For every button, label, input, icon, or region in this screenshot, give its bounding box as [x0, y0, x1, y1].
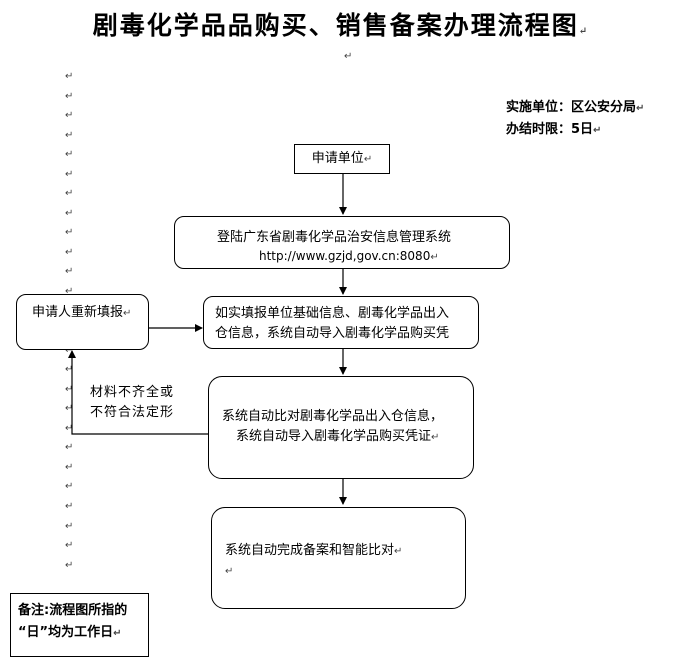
note-line2: “日”均为工作日↵ — [18, 625, 122, 640]
return-mark: ↵ — [65, 266, 74, 278]
return-mark: ↵ — [65, 422, 74, 434]
auto-complete-box: 系统自动完成备案和智能比对↵ ↵ — [211, 507, 466, 609]
time-limit: 办结时限：5日↵ — [506, 122, 602, 137]
return-mark: ↵ — [394, 546, 403, 557]
return-mark: ↵ — [65, 227, 74, 239]
return-mark: ↵ — [65, 188, 74, 200]
fill-info-line2: 仓信息，系统自动导入剧毒化学品购买凭 — [215, 326, 450, 341]
applicant-box: 申请单位↵ — [294, 144, 390, 174]
return-mark: ↵ — [430, 252, 439, 263]
page-title: 剧毒化学品品购买、销售备案办理流程图↵ — [92, 11, 590, 40]
return-mark: ↵ — [65, 364, 74, 376]
refill-box: 申请人重新填报↵ — [16, 294, 149, 350]
auto-compare-line1: 系统自动比对剧毒化学品出入仓信息， — [222, 409, 444, 424]
return-mark: ↵ — [65, 403, 74, 415]
auto-compare-line2: 系统自动导入剧毒化学品购买凭证↵ — [236, 429, 440, 444]
return-mark: ↵ — [225, 566, 234, 577]
return-path-line — [68, 350, 208, 435]
return-mark: ↵ — [65, 520, 74, 532]
fill-info-line1: 如实填报单位基础信息、剧毒化学品出入 — [215, 306, 450, 321]
incomplete-label-line1: 材料不齐全或 — [90, 385, 175, 400]
return-mark: ↵ — [65, 71, 74, 82]
login-system-label: 登陆广东省剧毒化学品治安信息管理系统 — [217, 230, 452, 245]
return-mark: ↵ — [636, 103, 645, 114]
incomplete-label-line2: 不符合法定形 — [90, 405, 175, 420]
login-url-label: http://www.gzjd,gov.cn:8080 — [259, 249, 431, 263]
return-mark: ↵ — [578, 26, 590, 37]
auto-complete-line1: 系统自动完成备案和智能比对↵ — [225, 543, 403, 558]
return-mark: ↵ — [65, 442, 74, 454]
applicant-label: 申请单位 — [311, 151, 364, 166]
return-mark: ↵ — [65, 501, 74, 513]
note-box: 备注:流程图所指的 “日”均为工作日↵ — [10, 593, 149, 657]
return-mark: ↵ — [123, 308, 132, 319]
return-mark: ↵ — [65, 246, 74, 258]
return-mark: ↵ — [65, 481, 74, 493]
return-mark: ↵ — [65, 540, 74, 552]
return-mark: ↵ — [363, 154, 373, 165]
return-mark: ↵ — [65, 559, 74, 571]
return-mark: ↵ — [65, 129, 74, 141]
return-mark: ↵ — [65, 286, 74, 298]
note-line1: 备注:流程图所指的 — [18, 603, 128, 618]
return-mark: ↵ — [65, 383, 74, 395]
auto-complete-line2: ↵ — [225, 561, 465, 581]
return-mark: ↵ — [65, 168, 74, 180]
auto-compare-box: 系统自动比对剧毒化学品出入仓信息， 系统自动导入剧毒化学品购买凭证↵ — [208, 376, 474, 479]
return-mark: ↵ — [431, 432, 440, 443]
return-mark: ↵ — [113, 628, 122, 639]
return-mark: ↵ — [65, 461, 74, 473]
return-mark: ↵ — [65, 90, 74, 102]
login-url: http://www.gzjd,gov.cn:8080↵ — [259, 249, 509, 263]
implementing-unit: 实施单位：区公安分局↵ — [506, 100, 645, 115]
login-system-box: 登陆广东省剧毒化学品治安信息管理系统 http://www.gzjd,gov.c… — [174, 216, 510, 269]
refill-label: 申请人重新填报 — [32, 305, 124, 320]
return-mark: ↵ — [65, 149, 74, 161]
incomplete-label: 材料不齐全或 不符合法定形 — [90, 383, 174, 423]
return-mark: ↵ — [65, 207, 74, 219]
return-mark: ↵ — [593, 125, 602, 136]
fill-info-box: 如实填报单位基础信息、剧毒化学品出入 仓信息，系统自动导入剧毒化学品购买凭 — [203, 296, 479, 349]
return-mark: ↵ — [65, 110, 74, 122]
return-mark: ↵ — [344, 51, 353, 62]
